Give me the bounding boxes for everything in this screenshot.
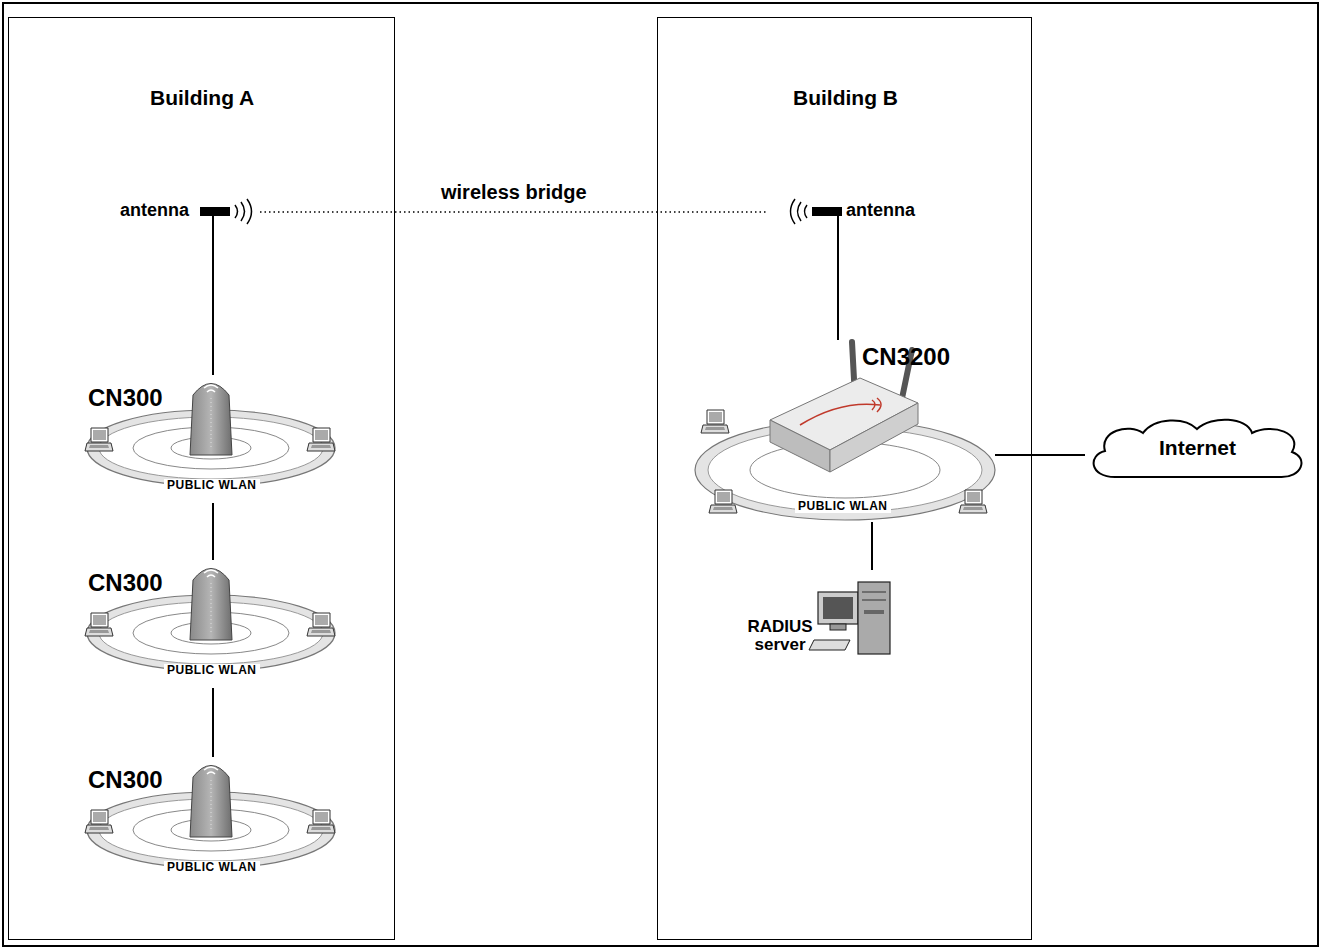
network-label: PUBLIC WLAN — [164, 861, 260, 874]
edge-label: wireless bridge — [437, 181, 591, 204]
node-label: Building B — [793, 86, 898, 109]
antenna-node: antenna — [118, 200, 260, 224]
network-label: PUBLIC WLAN — [164, 479, 260, 492]
building-box: Building B antennaCN3200PUBLIC WLAN RADIUS… — [657, 17, 1032, 940]
node-label: CN3200 — [862, 344, 950, 370]
network-label: PUBLIC WLAN — [795, 500, 891, 513]
access-point: CN300PUBLIC WLAN — [78, 560, 346, 688]
controller-node: CN3200PUBLIC WLAN — [690, 340, 995, 522]
node-label: antenna — [846, 201, 915, 221]
cable — [212, 503, 214, 560]
node-label: RADIUS server — [745, 618, 815, 654]
network-label: PUBLIC WLAN — [164, 664, 260, 677]
node-label: Building A — [150, 86, 254, 109]
node-label: antenna — [120, 201, 189, 221]
wireless-link — [260, 211, 768, 212]
node-label: CN300 — [88, 570, 163, 596]
node-label: CN300 — [88, 385, 163, 411]
cable — [837, 224, 839, 340]
node-label: CN300 — [88, 767, 163, 793]
radius-server: RADIUS server — [745, 570, 895, 662]
cable — [212, 688, 214, 757]
cable — [871, 522, 873, 570]
cable — [212, 224, 214, 375]
access-point: CN300PUBLIC WLAN — [78, 375, 346, 503]
access-point: CN300PUBLIC WLAN — [78, 757, 346, 885]
antenna-node: antenna — [768, 200, 918, 224]
building-box: Building AantennaCN300PUBLIC WLANCN300PU… — [8, 17, 395, 940]
cable — [995, 454, 1085, 456]
internet-cloud: Internet — [1085, 415, 1310, 481]
node-label: Internet — [1159, 436, 1236, 459]
